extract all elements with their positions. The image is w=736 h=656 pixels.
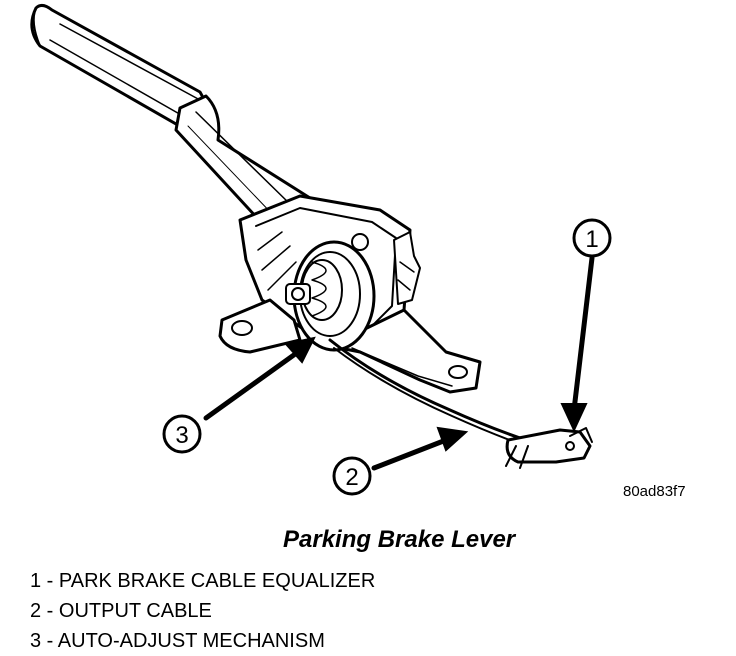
callout-3-number: 3 [175,422,188,449]
bracket-left-foot [218,298,302,354]
callout-3-arrow-line [203,349,301,421]
bracket-pivot-hole [351,233,369,251]
bracket-left-foot-hole [231,320,253,336]
callout-1-arrowhead [560,403,588,433]
callout-1-arrow-line [571,255,595,413]
callout-1-circle [572,218,612,258]
lever-arm-edge [195,111,293,207]
lever-handle-grip-shade [49,39,191,121]
parking-brake-lever-diagram: 1 2 3 80ad83f7 [30,3,686,500]
callout-1-number: 1 [585,226,598,253]
bracket-base-flange-edge [351,347,453,387]
cable-equalizer-stud [569,427,593,443]
callout-legend: 1 - PARK BRAKE CABLE EQUALIZER 2 - OUTPU… [30,566,375,656]
auto-adjust-hub [285,283,311,305]
bracket-right-foot-hole [448,365,468,379]
cable-equalizer-body [505,428,592,464]
callout-2-arrowhead [436,426,469,452]
lever-arm-shade [187,125,277,219]
output-cable-sheath [333,347,527,447]
callout-2-circle [332,456,372,496]
cable-equalizer-yoke [505,445,529,469]
bracket-housing-hatch [257,231,297,291]
lever-handle-end [32,7,41,47]
auto-adjust-spring-coils [311,261,327,317]
callout-2-number: 2 [345,464,358,491]
legend-item-3: 3 - AUTO-ADJUST MECHANISM [30,630,325,652]
bracket-mount-tab-slot [397,261,415,291]
figure-code: 80ad83f7 [623,483,686,500]
callout-3-circle [162,414,202,454]
lever-handle-grip-detail [59,23,201,101]
legend-item-2: 2 - OUTPUT CABLE [30,600,212,622]
cable-equalizer-pin [565,441,575,451]
callout-2-arrow-line [371,437,449,471]
bracket-base-flange [328,308,482,394]
output-cable [328,338,528,442]
bracket-mount-tab [393,231,421,305]
legend-item-1: 1 - PARK BRAKE CABLE EQUALIZER [30,570,376,592]
auto-adjust-hub-bolt [291,287,305,301]
bracket-housing-inner [255,207,397,341]
figure-title: Parking Brake Lever [283,526,516,553]
callout-3-arrowhead [284,336,316,364]
